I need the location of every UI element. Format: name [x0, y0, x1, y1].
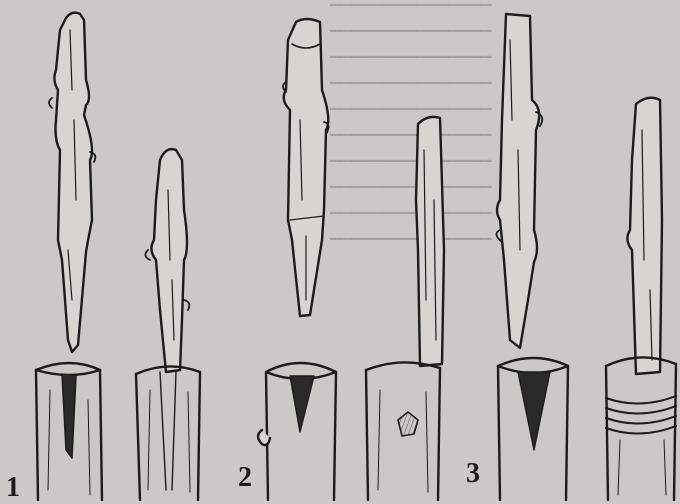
stock-with-scion-1b	[136, 366, 200, 500]
scion-inserted-1b	[145, 149, 189, 372]
stock-wedge-cut-3a	[498, 358, 568, 500]
stock-wedge-cut-2a	[258, 363, 336, 500]
scion-tied-3b	[627, 98, 662, 374]
scion-inserted-2b	[416, 117, 444, 366]
scion-wedge-2a	[283, 19, 329, 316]
stock-tied-3b	[606, 357, 676, 500]
scion-wedge-3a	[496, 14, 542, 348]
figure-label-1: 1	[6, 472, 20, 504]
stock-cleft-1a	[36, 363, 102, 500]
figure-label-2: 2	[238, 462, 252, 494]
figure-label-3: 3	[466, 458, 480, 490]
scion-wedge-1a	[49, 13, 95, 352]
stock-with-scion-2b	[366, 362, 440, 500]
